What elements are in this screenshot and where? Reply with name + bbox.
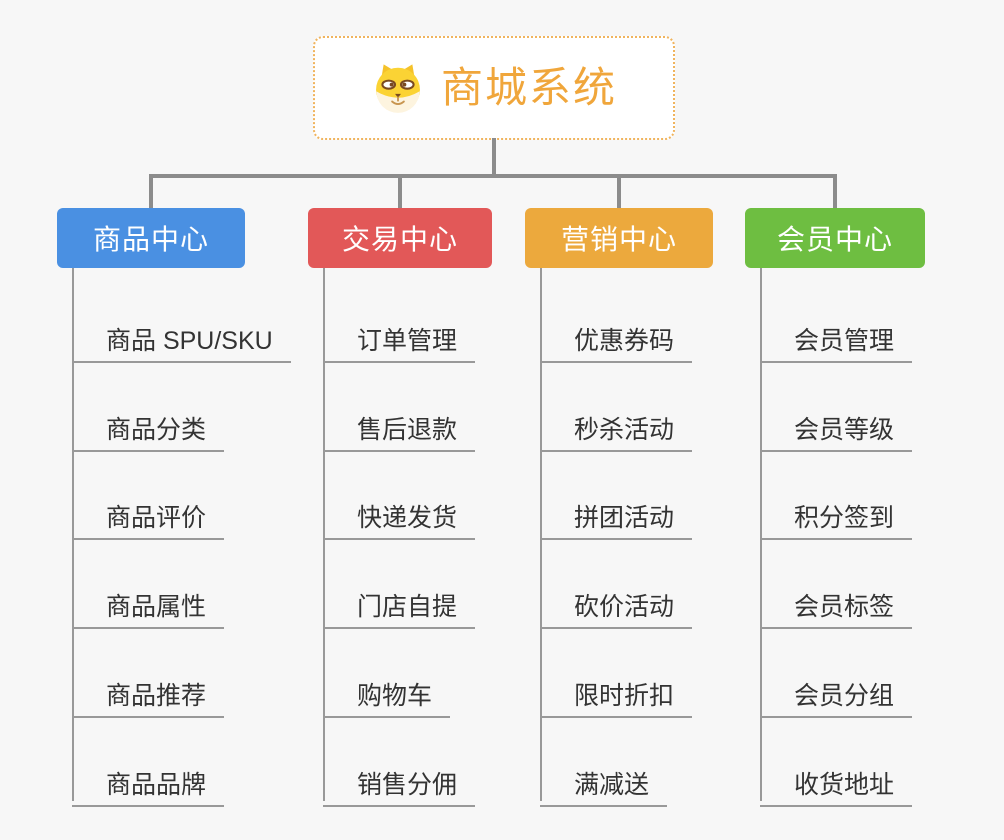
connector-drop-line: [398, 174, 402, 210]
leaf-node[interactable]: 售后退款: [323, 400, 476, 452]
leaf-node[interactable]: 门店自提: [323, 577, 476, 629]
leaf-node[interactable]: 购物车: [323, 666, 451, 718]
leaf-node[interactable]: 商品 SPU/SKU: [72, 311, 291, 363]
leaf-node[interactable]: 商品分类: [72, 400, 225, 452]
leaf-node[interactable]: 收货地址: [760, 755, 913, 807]
leaf-node[interactable]: 商品评价: [72, 488, 225, 540]
connector-drop-line: [833, 174, 837, 210]
leaf-node[interactable]: 商品推荐: [72, 666, 225, 718]
branch-vertical-line: [540, 268, 542, 801]
leaf-node[interactable]: 满减送: [540, 755, 668, 807]
leaf-node[interactable]: 商品品牌: [72, 755, 225, 807]
branch-vertical-line: [323, 268, 325, 801]
root-title: 商城系统: [440, 64, 617, 111]
leaf-node[interactable]: 限时折扣: [540, 666, 693, 718]
leaf-node[interactable]: 会员管理: [760, 311, 913, 363]
connector-bus-line: [149, 174, 837, 178]
leaf-node[interactable]: 会员标签: [760, 577, 913, 629]
branch-node-trade[interactable]: 交易中心: [308, 208, 492, 268]
leaf-node[interactable]: 商品属性: [72, 577, 225, 629]
shiba-dog-face-icon: [371, 61, 425, 115]
leaf-node[interactable]: 优惠券码: [540, 311, 693, 363]
leaf-node[interactable]: 销售分佣: [323, 755, 476, 807]
connector-root-stem: [492, 138, 496, 178]
connector-drop-line: [617, 174, 621, 210]
branch-node-marketing[interactable]: 营销中心: [525, 208, 713, 268]
leaf-node[interactable]: 会员分组: [760, 666, 913, 718]
leaf-node[interactable]: 砍价活动: [540, 577, 693, 629]
root-node[interactable]: 商城系统: [313, 36, 675, 140]
branch-node-product[interactable]: 商品中心: [57, 208, 245, 268]
branch-vertical-line: [72, 268, 74, 801]
leaf-node[interactable]: 拼团活动: [540, 488, 693, 540]
leaf-node[interactable]: 订单管理: [323, 311, 476, 363]
leaf-node[interactable]: 会员等级: [760, 400, 913, 452]
branch-vertical-line: [760, 268, 762, 801]
branch-node-member[interactable]: 会员中心: [745, 208, 925, 268]
leaf-node[interactable]: 积分签到: [760, 488, 913, 540]
connector-drop-line: [149, 174, 153, 210]
leaf-node[interactable]: 快递发货: [323, 488, 476, 540]
leaf-node[interactable]: 秒杀活动: [540, 400, 693, 452]
